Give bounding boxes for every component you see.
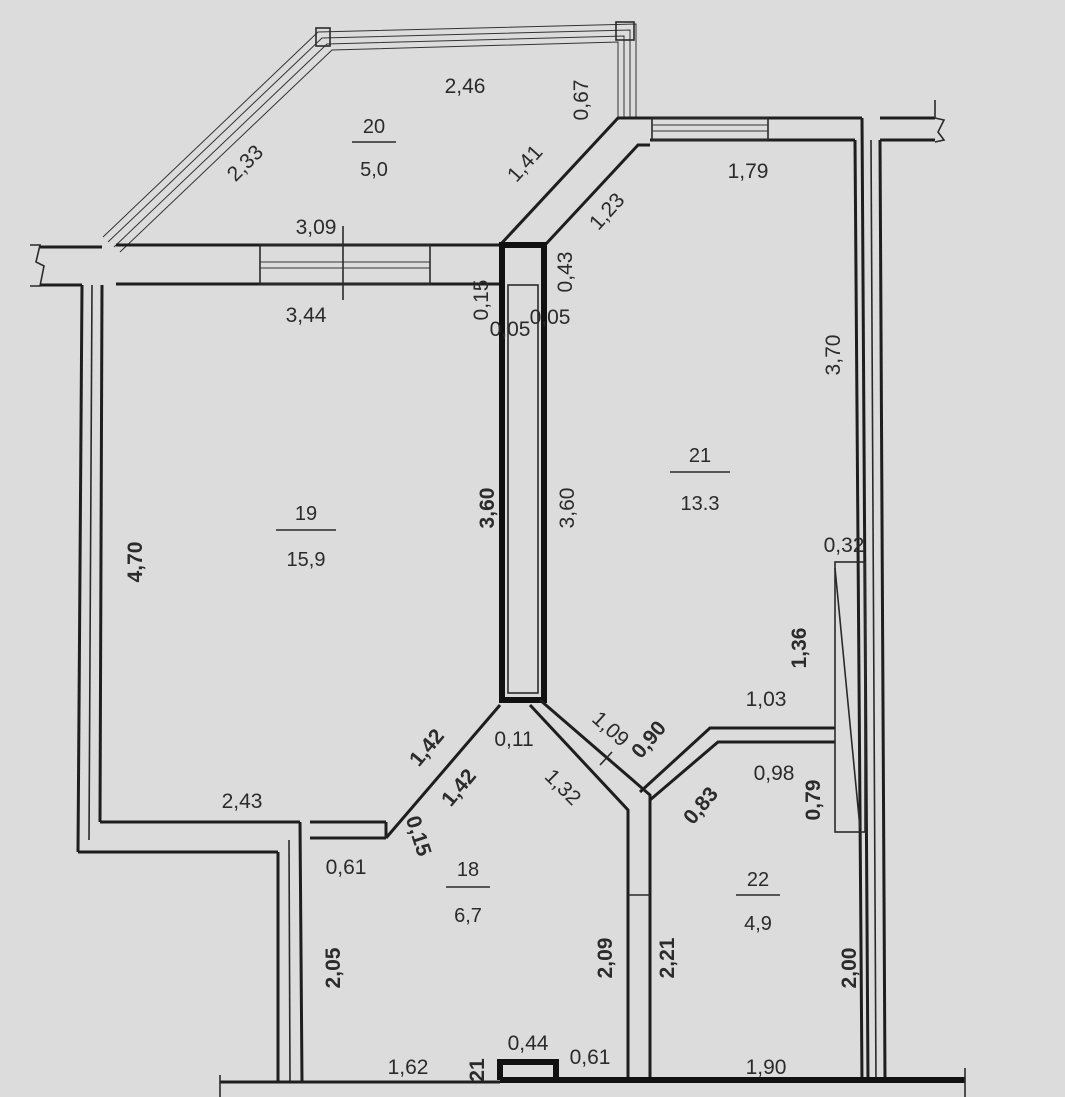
exterior-walls <box>30 100 946 1083</box>
dim-0-83: 0,83 <box>679 783 723 829</box>
dim-0-05-right: 0,05 <box>530 306 571 329</box>
dim-0-15-top: 0,15 <box>470 280 493 321</box>
dim-0-43: 0,43 <box>554 252 577 293</box>
room-label-22: 22 4,9 <box>736 869 780 935</box>
dim-0-61: 0,61 <box>326 856 367 879</box>
dim-2-05: 2,05 <box>322 947 345 988</box>
dim-1-36: 1,36 <box>788 628 811 669</box>
svg-text:20: 20 <box>363 116 385 138</box>
dim-3-60-right: 3,60 <box>556 488 579 529</box>
svg-text:18: 18 <box>457 859 479 881</box>
dim-2-09: 2,09 <box>594 938 617 979</box>
room-label-18: 18 6,7 <box>446 859 490 927</box>
svg-text:13.3: 13.3 <box>681 493 720 515</box>
dim-2-21: 2,21 <box>656 937 679 978</box>
dim-2-46: 2,46 <box>445 75 486 98</box>
dim-0-79: 0,79 <box>802 780 825 821</box>
dim-0-15-mid: 0,15 <box>401 813 436 859</box>
interior-walls <box>219 242 966 1097</box>
dim-0-61-fragment: 0,61 <box>570 1046 611 1069</box>
dim-0-32: 0,32 <box>824 534 865 557</box>
balcony-corner-post-right <box>615 21 635 41</box>
svg-text:4,9: 4,9 <box>744 913 772 935</box>
balcony-walls <box>102 21 637 253</box>
dim-2-00: 2,00 <box>838 948 861 989</box>
dim-3-70: 3,70 <box>822 335 845 376</box>
svg-text:15,9: 15,9 <box>287 549 326 571</box>
dim-0-44: 0,44 <box>508 1032 549 1055</box>
balcony-corner-post <box>315 27 331 47</box>
svg-text:6,7: 6,7 <box>454 905 482 927</box>
dim-1-09: 1,09 <box>587 707 633 751</box>
dim-1-32: 1,32 <box>540 765 585 810</box>
dim-0-67: 0,67 <box>570 80 593 121</box>
shaft-column <box>499 242 547 703</box>
svg-text:22: 22 <box>747 869 769 891</box>
dim-1-62: 1,62 <box>388 1056 429 1079</box>
dim-1-79: 1,79 <box>728 160 769 183</box>
dim-4-70: 4,70 <box>124 542 147 583</box>
dim-3-09: 3,09 <box>296 216 337 239</box>
svg-text:21: 21 <box>689 445 711 467</box>
wardrobe-niche <box>834 561 866 833</box>
dim-3-60-left: 3,60 <box>476 488 499 529</box>
dim-0-98: 0,98 <box>754 762 795 785</box>
dim-1-03: 1,03 <box>746 688 787 711</box>
dim-1-90: 1,90 <box>746 1056 787 1079</box>
room-label-19: 19 15,9 <box>276 503 336 571</box>
room-label-21: 21 13.3 <box>670 445 730 515</box>
dim-21-fragment: 21 <box>466 1058 489 1082</box>
window-room-19 <box>259 244 431 285</box>
svg-text:5,0: 5,0 <box>360 159 388 181</box>
window-room-21 <box>651 117 769 141</box>
svg-text:19: 19 <box>295 503 317 525</box>
dim-1-41: 1,41 <box>503 141 547 187</box>
room-label-20: 20 5,0 <box>352 116 396 181</box>
dim-0-11: 0,11 <box>494 728 533 751</box>
dim-0-90: 0,90 <box>627 717 671 763</box>
dim-2-43: 2,43 <box>222 790 263 813</box>
dim-1-42-a: 1,42 <box>405 725 449 771</box>
dim-0-05-left: 0,05 <box>490 318 531 341</box>
dim-3-44: 3,44 <box>286 304 327 327</box>
